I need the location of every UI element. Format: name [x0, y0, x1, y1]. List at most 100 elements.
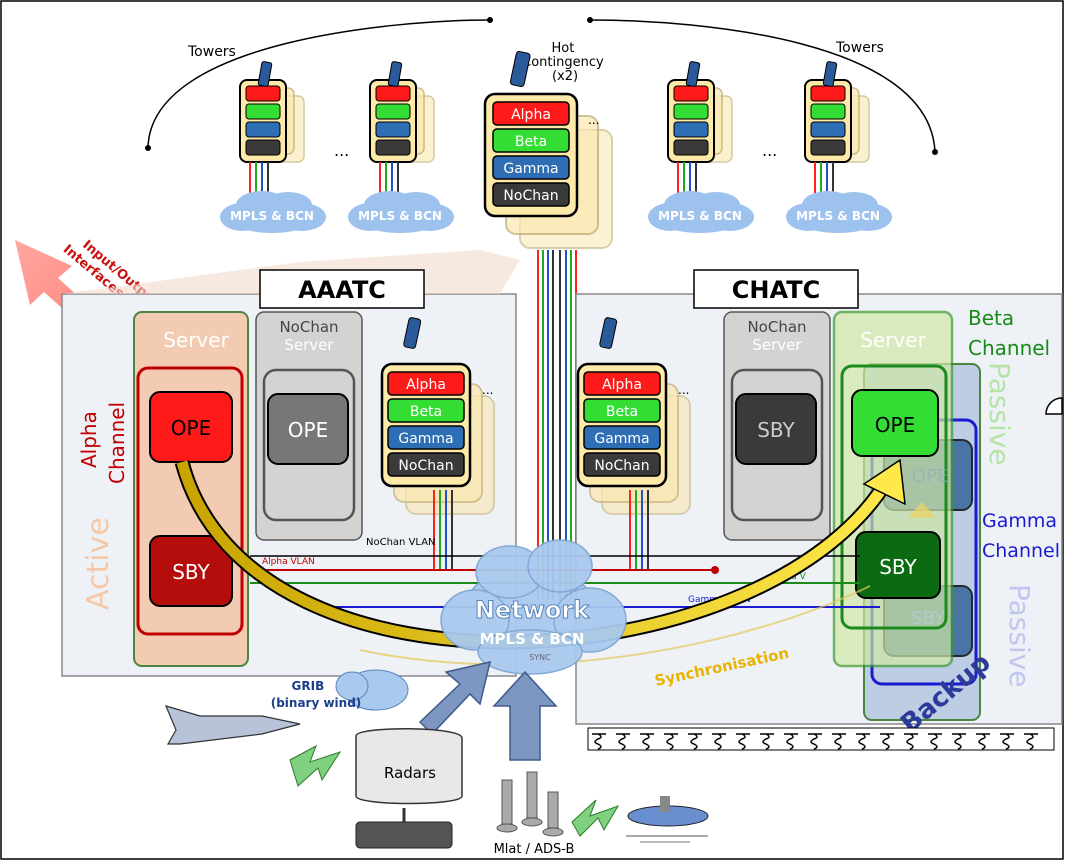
- chatc-rack: [587, 727, 1055, 751]
- towers-left-arc: [147, 19, 491, 149]
- svg-text:NoChan: NoChan: [747, 318, 806, 336]
- wireless-arrows-icon: [289, 744, 620, 837]
- tower-unit: [239, 61, 305, 200]
- svg-text:SBY: SBY: [879, 555, 917, 579]
- channel-cell-label: NoChan: [398, 458, 453, 474]
- active-label: Active: [81, 517, 116, 610]
- arc-dot: [587, 17, 593, 23]
- cloud-label: MPLS & BCN: [658, 209, 742, 223]
- channel-cell-label: Gamma: [503, 161, 558, 177]
- cloud-label: MPLS & BCN: [230, 209, 314, 223]
- channel-cell-label: Gamma: [594, 431, 649, 447]
- channel-cell-label: Gamma: [398, 431, 453, 447]
- hot-contingency-label: Hot Contingency (x2): [522, 41, 608, 84]
- runway-plane-icon: [626, 796, 709, 843]
- channel-cell: [583, 452, 661, 477]
- channel-cell-label: Alpha: [511, 107, 551, 123]
- svg-text:Alpha VLAN: Alpha VLAN: [262, 557, 315, 567]
- beta-channel-label: Beta Channel: [968, 306, 1050, 360]
- cloud-label: MPLS & BCN: [358, 209, 442, 223]
- svg-text:Server: Server: [284, 336, 334, 354]
- svg-text:OPE: OPE: [288, 418, 328, 442]
- svg-text:NoChan: NoChan: [279, 318, 338, 336]
- passive-gamma-label: Passive: [1003, 584, 1036, 688]
- svg-text:Server: Server: [860, 328, 926, 352]
- ellipsis-left: ...: [334, 141, 349, 160]
- channel-cell: [492, 128, 570, 153]
- input-arrows: [418, 661, 558, 761]
- svg-text:SBY: SBY: [911, 608, 946, 629]
- svg-text:NoChan VLAN: NoChan VLAN: [366, 537, 436, 548]
- channel-cell: [583, 425, 661, 450]
- svg-text:SBY: SBY: [757, 418, 795, 442]
- passive-beta-label: Passive: [983, 362, 1016, 466]
- chatc-title-box: [693, 269, 859, 309]
- svg-text:SYNC: SYNC: [529, 653, 551, 662]
- aaatc-nochan-ope: [267, 393, 349, 465]
- svg-text:SBY: SBY: [172, 560, 210, 584]
- towers-right-arc: [589, 19, 936, 153]
- grib-cloud: GRIB (binary wind): [271, 669, 409, 711]
- airplane-icon: [164, 705, 301, 745]
- cloud-label: MPLS & BCN: [796, 209, 880, 223]
- channel-cell-label: Beta: [410, 404, 442, 420]
- aaatc-sby: [149, 535, 233, 607]
- chatc-sby: [855, 531, 941, 599]
- arc-dot: [932, 149, 938, 155]
- radar-icon: Radars: [355, 728, 463, 849]
- channel-cell-label: NoChan: [503, 188, 558, 204]
- mpls-bcn-cloud: MPLS & BCN: [786, 191, 892, 233]
- mpls-bcn-cloud: MPLS & BCN: [220, 191, 326, 233]
- channel-cell: [583, 371, 661, 396]
- svg-text:OPE: OPE: [875, 413, 915, 437]
- channel-cell-label: NoChan: [594, 458, 649, 474]
- channel-cell-label: Alpha: [602, 377, 642, 393]
- svg-text:MPLS & BCN: MPLS & BCN: [480, 630, 585, 648]
- channel-cell-label: Beta: [606, 404, 638, 420]
- svg-text:...: ...: [482, 383, 493, 397]
- tower-unit: [804, 61, 870, 200]
- towers-label-left: Towers: [187, 44, 236, 60]
- channel-cell: [387, 425, 465, 450]
- hot-contingency-stack: AlphaBetaGammaNoChan ...: [483, 50, 613, 249]
- chatc-nochan-sby: [735, 393, 817, 465]
- channel-cell: [492, 101, 570, 126]
- gamma-channel-label: Gamma Channel: [982, 510, 1063, 562]
- tower-stacks-top: [239, 61, 870, 200]
- mpls-bcn-cloud: MPLS & BCN: [648, 191, 754, 233]
- ellipsis-right: ...: [762, 141, 777, 160]
- channel-cell: [387, 371, 465, 396]
- svg-text:Network: Network: [475, 596, 590, 624]
- svg-text:Server: Server: [163, 328, 229, 352]
- channel-cell: [387, 398, 465, 423]
- network-cloud: Network MPLS & BCN SYNC: [440, 539, 627, 675]
- towers-label-right: Towers: [835, 40, 884, 56]
- svg-text:GRIB (binary wind): GRIB (binary wind): [271, 679, 362, 710]
- chatc-title: CHATC: [732, 276, 820, 304]
- aaatc-title: AAATC: [298, 276, 386, 304]
- mpls-bcn-clouds: MPLS & BCN MPLS & BCN MPLS & BCN MPLS & BCN: [220, 191, 892, 233]
- svg-text:OPE: OPE: [912, 466, 948, 487]
- mpls-bcn-cloud: MPLS & BCN: [348, 191, 454, 233]
- aaatc-ope: [149, 391, 233, 463]
- channel-cell: [492, 182, 570, 207]
- svg-text:...: ...: [678, 383, 689, 397]
- channel-cell-label: Alpha: [406, 377, 446, 393]
- channel-cell-label: Beta: [515, 134, 547, 150]
- chatc-ope: [851, 389, 939, 457]
- channel-cell: [583, 398, 661, 423]
- channel-cell: [387, 452, 465, 477]
- tower-unit: [667, 61, 733, 200]
- alpha-channel-label: Alpha Channel: [77, 402, 129, 484]
- svg-text:Radars: Radars: [384, 764, 436, 782]
- svg-text:...: ...: [588, 113, 599, 127]
- mlat-antennas-icon: Mlat / ADS-B: [494, 771, 575, 857]
- arc-dot: [487, 17, 493, 23]
- aaatc-title-box: [259, 269, 425, 309]
- tower-unit: [369, 61, 435, 200]
- channel-cell: [492, 155, 570, 180]
- svg-text:OPE: OPE: [171, 416, 211, 440]
- svg-text:Mlat / ADS-B: Mlat / ADS-B: [494, 842, 575, 857]
